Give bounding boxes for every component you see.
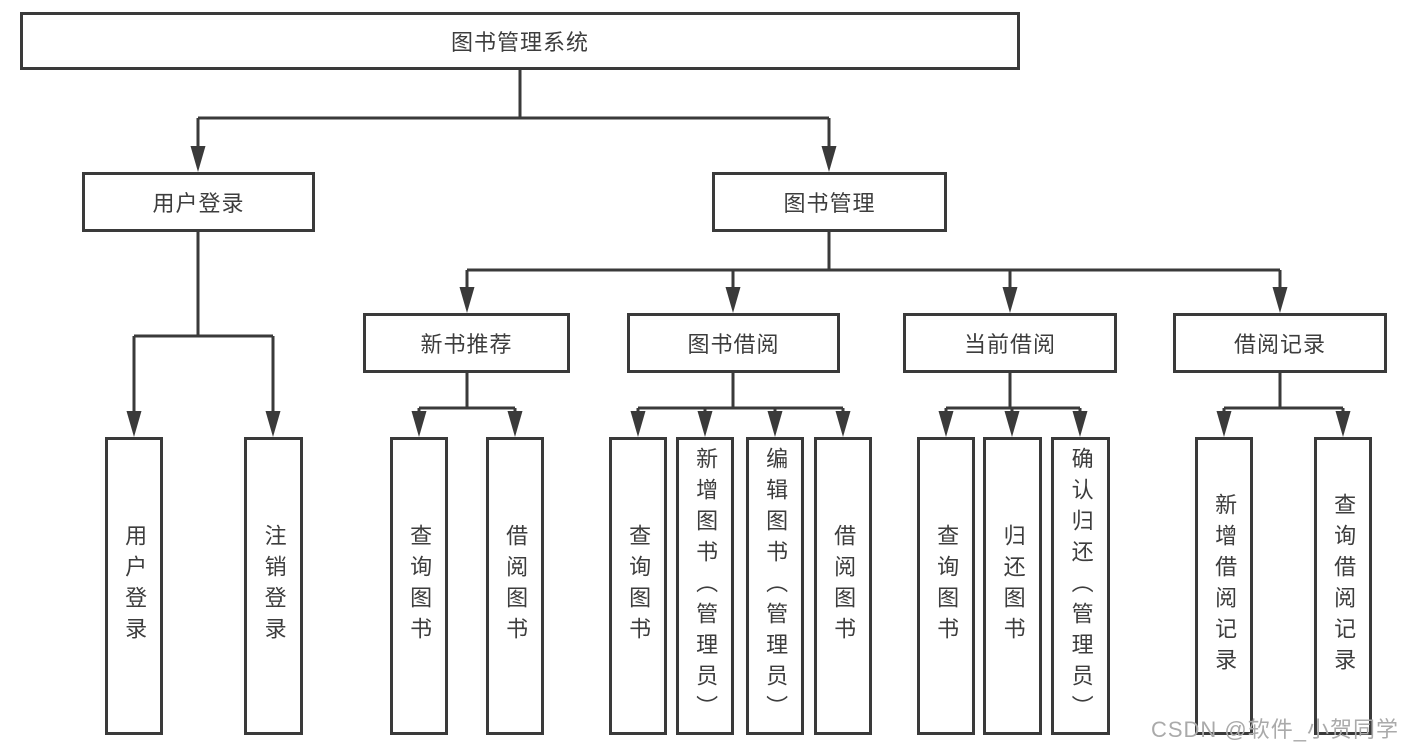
node-label: 查询图书: [934, 524, 960, 648]
node-label: 用户登录: [152, 191, 245, 216]
leaf-confirm-return-admin: 确认归还（管理员）: [1051, 437, 1110, 735]
node-current-borrowing: 当前借阅: [903, 313, 1117, 373]
leaf-borrow-books-recommend: 借阅图书: [486, 437, 544, 735]
watermark: CSDN @软件_小贺同学: [1150, 717, 1399, 742]
node-borrow-records: 借阅记录: [1173, 313, 1387, 373]
node-label: 注销登录: [261, 524, 287, 648]
leaf-add-book-admin: 新增图书（管理员）: [676, 437, 734, 735]
node-label: 借阅图书: [831, 524, 857, 648]
node-label: 归还图书: [1000, 524, 1026, 648]
leaf-return-books: 归还图书: [983, 437, 1042, 735]
node-label: 新增借阅记录: [1212, 493, 1238, 679]
leaf-add-borrow-record: 新增借阅记录: [1195, 437, 1253, 735]
node-root: 图书管理系统: [20, 12, 1020, 70]
leaf-query-books-current: 查询图书: [917, 437, 975, 735]
leaf-borrow-books-borrowing: 借阅图书: [814, 437, 872, 735]
node-label: 借阅图书: [503, 524, 529, 648]
node-label: 查询图书: [626, 524, 652, 648]
node-book-borrowing: 图书借阅: [627, 313, 840, 373]
leaf-query-borrow-record: 查询借阅记录: [1314, 437, 1372, 735]
leaf-query-books-borrowing: 查询图书: [609, 437, 667, 735]
node-label: 新书推荐: [420, 332, 513, 357]
leaf-query-books-recommend: 查询图书: [390, 437, 448, 735]
node-label: 用户登录: [122, 524, 148, 648]
node-label: 借阅记录: [1233, 332, 1326, 357]
leaf-edit-book-admin: 编辑图书（管理员）: [746, 437, 804, 735]
node-new-book-recommend: 新书推荐: [363, 313, 570, 373]
node-book-management: 图书管理: [712, 172, 947, 232]
node-label: 查询图书: [407, 524, 433, 648]
node-label: 编辑图书（管理员）: [763, 446, 789, 726]
leaf-logout: 注销登录: [244, 437, 303, 735]
node-label: 图书借阅: [687, 332, 780, 357]
node-label: 新增图书（管理员）: [693, 446, 719, 726]
node-label: 查询借阅记录: [1331, 493, 1357, 679]
arrowheads: [126, 146, 1351, 437]
node-label: 当前借阅: [963, 332, 1056, 357]
node-label: 图书管理系统: [450, 30, 589, 55]
node-label: 确认归还（管理员）: [1068, 446, 1094, 726]
node-label: 图书管理: [783, 191, 876, 216]
node-user-login: 用户登录: [82, 172, 315, 232]
leaf-user-login: 用户登录: [105, 437, 163, 735]
